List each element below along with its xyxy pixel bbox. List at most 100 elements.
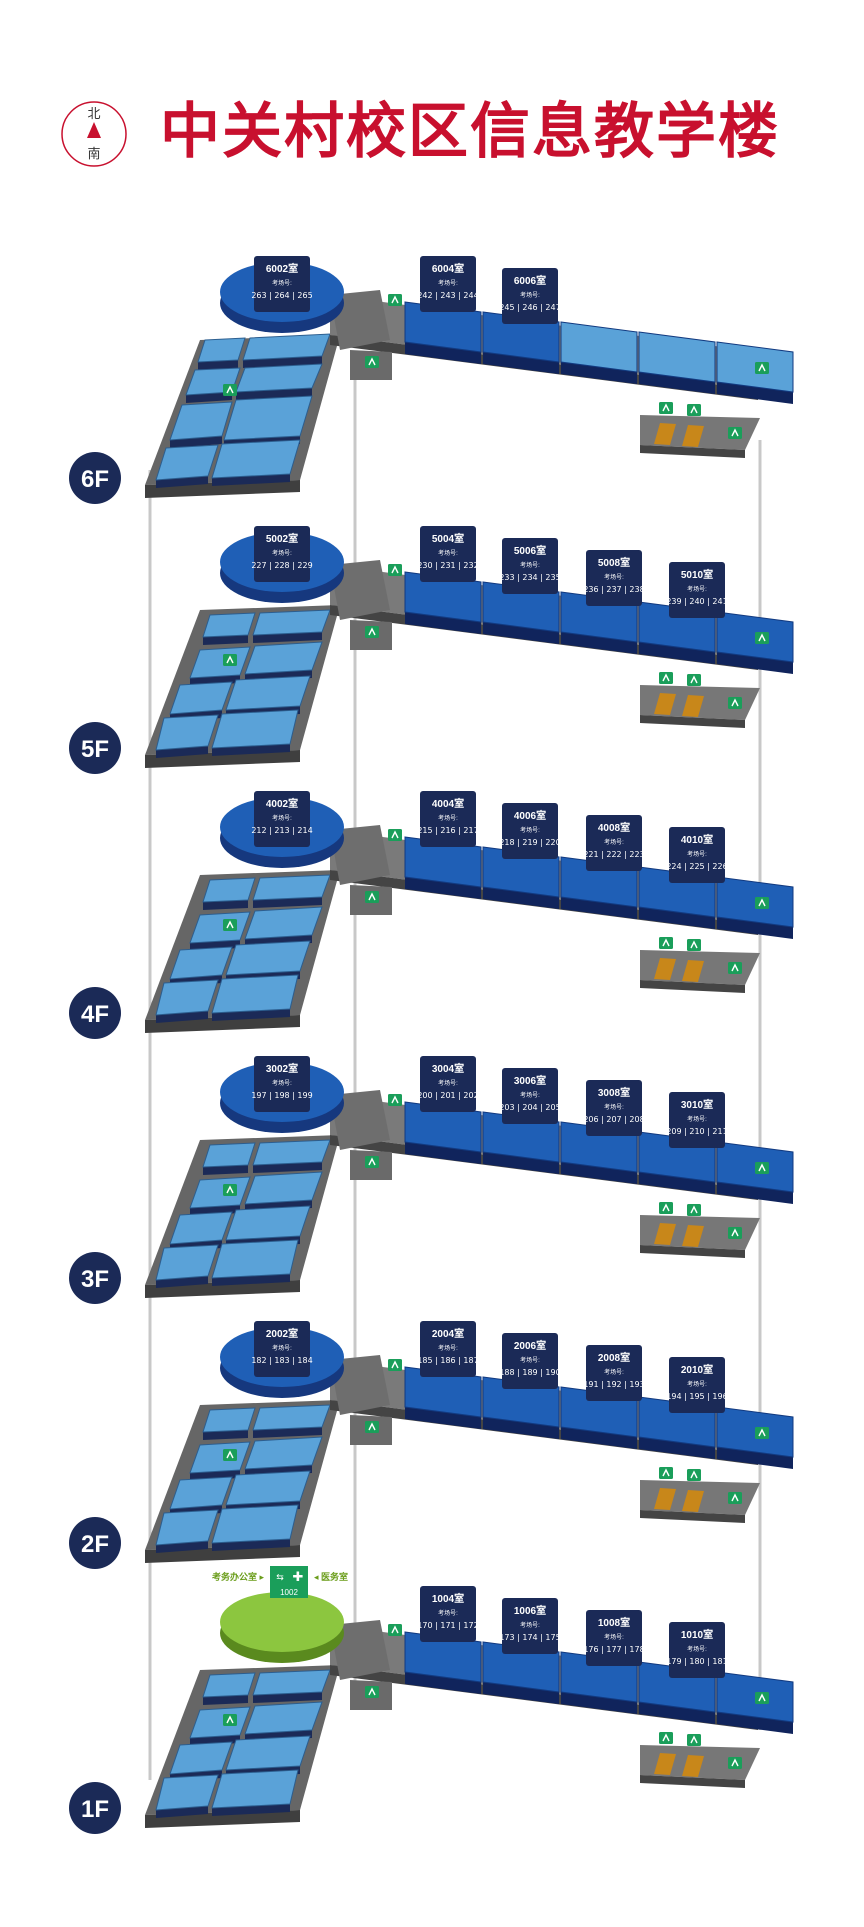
exam-numbers: 179 | 180 | 181	[666, 1657, 727, 1666]
exam-numbers: 236 | 237 | 238	[583, 585, 644, 594]
floor-badge: 1F	[69, 1782, 121, 1834]
stairs	[654, 937, 704, 982]
side-room	[202, 612, 256, 638]
room-name: 1010室	[681, 1628, 713, 1641]
room-row	[404, 1366, 794, 1469]
side-room	[155, 1244, 219, 1281]
side-room	[169, 1211, 233, 1245]
exit-sign-icon	[687, 1734, 701, 1746]
stairs	[654, 1467, 704, 1512]
exit-sign-icon	[687, 404, 701, 416]
exit-sign-icon	[223, 1184, 237, 1196]
left-wing	[145, 1665, 340, 1828]
room-name: 1004室	[432, 1592, 464, 1605]
side-room	[202, 1142, 256, 1168]
left-wing	[145, 1135, 340, 1298]
exam-label: 考场号:	[604, 838, 624, 846]
side-room	[244, 906, 323, 940]
exam-label: 考场号:	[438, 279, 458, 287]
office-sign-icon	[270, 1566, 308, 1586]
side-room	[211, 439, 301, 479]
exit-sign-icon	[388, 829, 402, 841]
floor-badge: 6F	[69, 452, 121, 504]
stairs	[654, 672, 704, 717]
side-room	[189, 646, 251, 679]
stairs	[654, 1732, 704, 1777]
side-room	[211, 1239, 299, 1279]
floor-badge: 2F	[69, 1517, 121, 1569]
exit-sign-icon	[388, 564, 402, 576]
room-name: 1008室	[598, 1616, 630, 1629]
exam-label: 考场号:	[520, 826, 540, 834]
side-room	[189, 1176, 251, 1209]
floor-label: 4F	[81, 1001, 109, 1028]
side-room	[244, 641, 323, 675]
floor-label: 6F	[81, 466, 109, 493]
room-name: 5008室	[598, 556, 630, 569]
side-room	[225, 1735, 311, 1771]
side-room	[252, 1669, 331, 1696]
side-room	[225, 675, 311, 711]
exit-sign-icon	[728, 697, 742, 709]
stair-icon	[654, 1753, 676, 1775]
stairs	[654, 402, 704, 447]
exam-numbers: 263 | 264 | 265	[251, 291, 312, 300]
compass-icon: 北 南	[61, 101, 127, 167]
room-name: 5004室	[432, 532, 464, 545]
side-room	[169, 946, 233, 980]
side-room	[252, 1404, 331, 1431]
room-name: 3002室	[266, 1062, 298, 1075]
side-room	[197, 337, 246, 363]
exam-numbers: 212 | 213 | 214	[251, 826, 312, 835]
exam-numbers: 188 | 189 | 190	[499, 1368, 560, 1377]
floor-label: 5F	[81, 736, 109, 763]
exit-sign-icon	[365, 891, 379, 903]
room-row	[404, 1101, 794, 1204]
exam-label: 考场号:	[687, 850, 707, 858]
exit-sign-icon	[755, 897, 769, 909]
side-room	[211, 974, 299, 1014]
exam-numbers: 218 | 219 | 220	[499, 838, 560, 847]
exam-label: 考场号:	[272, 1344, 292, 1352]
exam-numbers: 233 | 234 | 235	[499, 573, 560, 582]
office-left-label: 考务办公室 ▸	[212, 1571, 265, 1582]
exit-sign-icon	[223, 654, 237, 666]
floor-label: 1F	[81, 1796, 109, 1823]
side-room	[244, 1171, 323, 1205]
side-room	[211, 709, 299, 749]
exam-label: 考场号:	[604, 1103, 624, 1111]
svg-text:⇆: ⇆	[276, 1572, 284, 1582]
exam-label: 考场号:	[687, 1645, 707, 1653]
exam-numbers: 203 | 204 | 205	[499, 1103, 560, 1112]
room-name: 4004室	[432, 797, 464, 810]
room-name: 5002室	[266, 532, 298, 545]
side-room	[189, 1441, 251, 1474]
exam-label: 考场号:	[604, 573, 624, 581]
left-wing	[145, 1400, 340, 1563]
side-room	[225, 940, 311, 976]
room-name: 6004室	[432, 262, 464, 275]
side-room	[244, 1436, 323, 1470]
exam-label: 考场号:	[438, 549, 458, 557]
exit-sign-icon	[365, 356, 379, 368]
exit-sign-icon	[388, 294, 402, 306]
exit-sign-icon	[755, 632, 769, 644]
side-room	[155, 979, 219, 1016]
room-name: 5010室	[681, 568, 713, 581]
exam-numbers: 182 | 183 | 184	[251, 1356, 312, 1365]
page-title: 中关村校区信息教学楼	[160, 98, 780, 165]
side-room	[225, 1470, 311, 1506]
